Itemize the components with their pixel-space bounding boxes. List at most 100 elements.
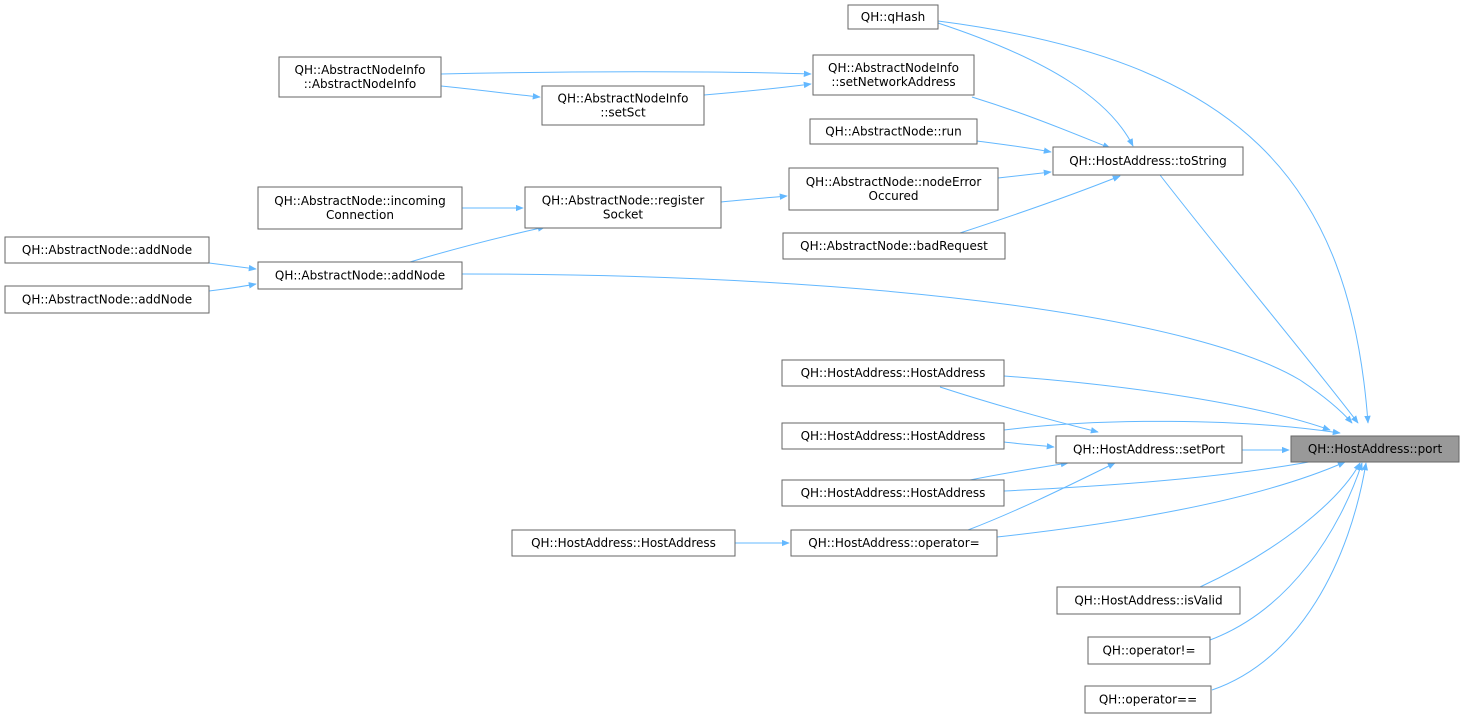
node-label: QH::HostAddress::HostAddress — [801, 366, 986, 380]
node-label: QH::AbstractNodeInfo — [558, 92, 689, 106]
node-box — [847, 4, 939, 30]
edge-op_neq-to-port — [1209, 462, 1363, 641]
node-box — [812, 54, 975, 96]
node-label: Connection — [326, 208, 394, 222]
node-an-addnode-l2[interactable]: QH::AbstractNode::addNode — [4, 285, 210, 314]
node-label: QH::AbstractNode::run — [825, 125, 961, 139]
node-label: QH::AbstractNode::incoming — [274, 194, 445, 208]
node-box — [809, 118, 978, 145]
edge-an_register-to-an_nodeerror — [720, 193, 788, 203]
node-label: Occured — [869, 189, 919, 203]
node-box — [781, 422, 1005, 450]
node-ha-operator-eq[interactable]: QH::HostAddress::operator= — [790, 529, 998, 557]
node-label: QH::HostAddress::HostAddress — [531, 536, 716, 550]
edge-ha_operator_eq-to-ha_setport — [967, 462, 1116, 531]
node-label: QH::AbstractNode::addNode — [275, 269, 445, 283]
node-box — [4, 285, 210, 314]
edge-an_nodeerror-to-ha_tostring — [997, 169, 1052, 179]
node-ha-tostring[interactable]: QH::HostAddress::toString — [1052, 146, 1244, 176]
node-ha-setport[interactable]: QH::HostAddress::setPort — [1055, 435, 1243, 464]
edges-layer — [208, 20, 1371, 691]
node-box — [790, 529, 998, 557]
node-box — [541, 85, 705, 126]
node-box — [1087, 636, 1211, 665]
node-box — [524, 186, 722, 229]
nodes-layer: QH::HostAddress::port QH::qHashQH::Abstra… — [4, 4, 1460, 714]
node-label: QH::AbstractNode::badRequest — [800, 239, 988, 253]
node-label: QH::AbstractNodeInfo — [828, 61, 959, 75]
node-box — [1290, 435, 1460, 463]
edge-an_badrequest-to-ha_tostring — [959, 175, 1121, 234]
node-label: QH::HostAddress::isValid — [1074, 594, 1222, 608]
edge-an_addnode_l1-to-an_addnode — [208, 262, 257, 272]
edge-ha_ctor2-to-port — [1003, 420, 1341, 436]
node-label: QH::AbstractNode::register — [542, 194, 705, 208]
node-box — [4, 236, 210, 264]
node-port[interactable]: QH::HostAddress::port — [1290, 435, 1460, 463]
edge-ha_ctor1-to-port — [1003, 375, 1331, 431]
node-box — [257, 261, 463, 290]
node-an-badrequest[interactable]: QH::AbstractNode::badRequest — [782, 232, 1006, 260]
node-label: QH::HostAddress::port — [1308, 442, 1443, 456]
node-ha-isvalid[interactable]: QH::HostAddress::isValid — [1056, 586, 1241, 615]
node-ani-setsct[interactable]: QH::AbstractNodeInfo::setSct — [541, 85, 705, 126]
node-box — [781, 479, 1005, 507]
node-label: QH::HostAddress::setPort — [1073, 443, 1225, 457]
edge-ha_isvalid-to-port — [1199, 462, 1361, 588]
node-label: QH::HostAddress::toString — [1069, 154, 1227, 168]
node-label: QH::AbstractNode::nodeError — [806, 175, 982, 189]
node-label: QH::operator== — [1099, 693, 1197, 707]
edge-ha_ctor2-to-ha_setport — [1003, 441, 1055, 450]
edge-an_addnode-to-an_register — [409, 225, 546, 263]
node-box — [782, 232, 1006, 260]
edge-ani_setsct-to-ani_setnet — [703, 81, 812, 96]
node-ani-setnet[interactable]: QH::AbstractNodeInfo::setNetworkAddress — [812, 54, 975, 96]
node-box — [1055, 435, 1243, 464]
node-label: QH::operator!= — [1102, 644, 1195, 658]
edge-an_addnode-to-port — [461, 273, 1353, 424]
edge-ani_ctor-to-ani_setsct — [440, 85, 541, 100]
node-label: Socket — [603, 208, 643, 222]
node-box — [257, 186, 463, 230]
node-box — [781, 359, 1005, 387]
node-label: QH::qHash — [861, 10, 925, 24]
edge-op_eqeq-to-port — [1211, 462, 1368, 691]
node-label: QH::AbstractNodeInfo — [295, 63, 426, 77]
node-op-eqeq[interactable]: QH::operator== — [1084, 685, 1212, 714]
node-op-neq[interactable]: QH::operator!= — [1087, 636, 1211, 665]
edge-ha_operator_eq-to-port — [996, 461, 1346, 538]
node-an-addnode[interactable]: QH::AbstractNode::addNode — [257, 261, 463, 290]
edge-an_run-to-ha_tostring — [976, 140, 1052, 154]
node-label: ::AbstractNodeInfo — [304, 77, 417, 91]
edge-ha_ctor3-to-port — [1003, 456, 1331, 492]
node-ha-ctor3[interactable]: QH::HostAddress::HostAddress — [781, 479, 1005, 507]
node-ani-ctor[interactable]: QH::AbstractNodeInfo::AbstractNodeInfo — [278, 56, 442, 98]
edge-ani_setnet-to-ha_tostring — [971, 96, 1111, 149]
node-ha-ctor4[interactable]: QH::HostAddress::HostAddress — [511, 529, 736, 557]
edge-ha_tostring-to-port — [1159, 174, 1359, 424]
node-label: QH::AbstractNode::addNode — [22, 243, 192, 257]
edge-qhash-to-port — [937, 20, 1371, 424]
node-box — [1084, 685, 1212, 714]
node-an-run[interactable]: QH::AbstractNode::run — [809, 118, 978, 145]
node-an-addnode-l1[interactable]: QH::AbstractNode::addNode — [4, 236, 210, 264]
node-qhash[interactable]: QH::qHash — [847, 4, 939, 30]
node-box — [1052, 146, 1244, 176]
node-ha-ctor1[interactable]: QH::HostAddress::HostAddress — [781, 359, 1005, 387]
node-box — [511, 529, 736, 557]
node-box — [278, 56, 442, 98]
edge-an_addnode_l2-to-an_addnode — [208, 282, 257, 292]
node-label: ::setSct — [600, 106, 646, 120]
node-box — [788, 167, 999, 211]
node-label: QH::HostAddress::HostAddress — [801, 486, 986, 500]
node-label: QH::AbstractNode::addNode — [22, 293, 192, 307]
edge-qhash-to-ha_tostring — [937, 22, 1134, 147]
edge-ani_ctor-to-ani_setnet — [440, 70, 812, 77]
node-label: ::setNetworkAddress — [831, 75, 955, 89]
edge-ha_ctor3-to-ha_setport — [969, 460, 1069, 481]
node-ha-ctor2[interactable]: QH::HostAddress::HostAddress — [781, 422, 1005, 450]
